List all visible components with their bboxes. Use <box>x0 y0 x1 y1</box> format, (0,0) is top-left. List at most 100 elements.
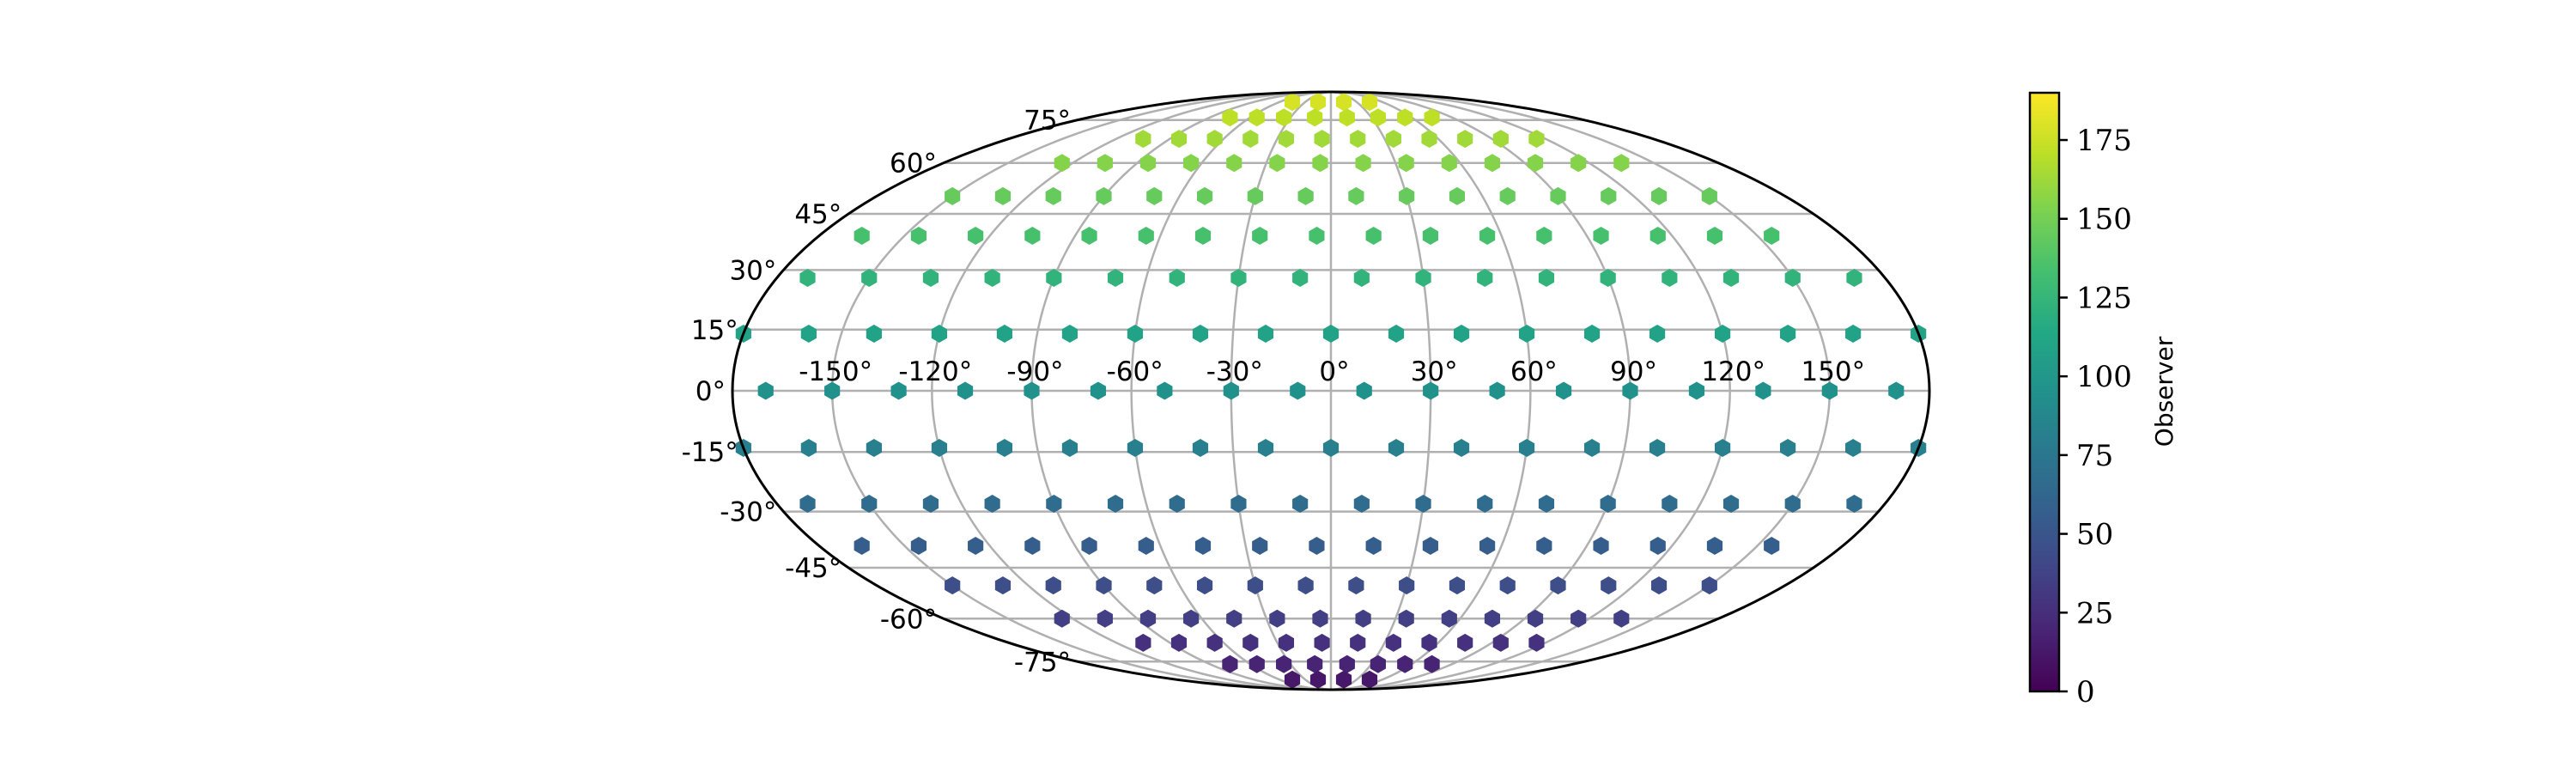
data-point <box>800 324 817 343</box>
data-point <box>757 381 774 400</box>
lon-gridline <box>1130 92 1332 690</box>
data-point <box>1550 186 1566 205</box>
map-frame <box>731 90 1931 691</box>
data-point <box>1845 324 1862 343</box>
data-point <box>984 268 1000 287</box>
data-point <box>1453 439 1470 458</box>
latitude-tick-labels: -75°-60°-45°-30°-15°0°15°30°45°60°75° <box>682 106 1071 679</box>
data-point <box>1764 536 1780 555</box>
data-point <box>1649 536 1666 555</box>
data-point <box>1477 268 1493 287</box>
data-point <box>1441 154 1457 173</box>
data-point <box>1107 268 1124 287</box>
data-point <box>1361 93 1378 112</box>
data-point <box>931 324 947 343</box>
data-point <box>1422 536 1438 555</box>
data-point <box>1242 633 1259 652</box>
data-point <box>1388 324 1405 343</box>
data-point <box>1269 609 1285 628</box>
data-point <box>1222 108 1238 127</box>
lon-tick-label: -150° <box>799 356 872 387</box>
data-point <box>1183 609 1200 628</box>
data-point <box>1322 439 1340 458</box>
data-point <box>1479 536 1496 555</box>
data-point <box>1226 154 1242 173</box>
data-point <box>1715 324 1731 343</box>
data-point <box>861 495 878 514</box>
data-point <box>1257 324 1274 343</box>
lat-tick-label: 0° <box>696 376 726 407</box>
data-point <box>799 268 816 287</box>
data-point <box>824 381 841 400</box>
data-point <box>968 536 984 555</box>
data-point <box>922 268 939 287</box>
data-point <box>1252 227 1268 246</box>
data-point <box>1045 576 1061 595</box>
data-point <box>1489 381 1505 400</box>
data-point <box>1600 268 1616 287</box>
data-point <box>1662 495 1678 514</box>
lat-tick-label: 75° <box>1024 106 1071 137</box>
data-point <box>1601 576 1617 595</box>
data-point <box>1649 439 1666 458</box>
lon-gridline <box>1330 92 1731 690</box>
colorbar-tick-label: 0 <box>2076 675 2095 709</box>
data-point <box>1135 633 1151 652</box>
lon-tick-label: 90° <box>1610 356 1657 387</box>
data-point <box>1701 186 1717 205</box>
data-point <box>994 576 1012 595</box>
data-point <box>1528 633 1545 652</box>
data-point <box>1424 654 1440 673</box>
data-point <box>854 227 870 246</box>
lat-tick-label: -60° <box>880 604 937 635</box>
data-point <box>1399 186 1415 205</box>
data-point <box>1449 576 1466 595</box>
data-point <box>1706 227 1723 246</box>
data-point <box>1499 186 1516 205</box>
lat-tick-label: 30° <box>729 255 776 286</box>
lat-tick-label: -75° <box>1014 647 1071 678</box>
colorbar-tick-label: 175 <box>2076 124 2132 158</box>
data-point <box>1528 130 1545 149</box>
data-point <box>1536 227 1552 246</box>
data-point <box>1385 633 1401 652</box>
data-point <box>1350 633 1366 652</box>
data-point <box>1276 108 1292 127</box>
data-point <box>1223 381 1239 400</box>
data-point <box>1309 536 1325 555</box>
data-point <box>1024 381 1040 400</box>
lon-tick-label: -30° <box>1206 356 1263 387</box>
data-point <box>1701 576 1717 595</box>
data-point <box>1046 495 1062 514</box>
data-point <box>1081 227 1097 246</box>
data-point <box>1138 536 1154 555</box>
data-point <box>1297 186 1314 205</box>
data-point <box>1688 381 1705 400</box>
data-point <box>1527 609 1544 628</box>
data-point <box>1421 130 1437 149</box>
data-point <box>996 439 1013 458</box>
data-point <box>1499 576 1516 595</box>
data-point <box>1722 268 1740 287</box>
data-point <box>1339 108 1355 127</box>
data-point <box>1096 576 1112 595</box>
data-point <box>1422 227 1438 246</box>
data-point <box>1348 576 1364 595</box>
data-point <box>1397 654 1413 673</box>
data-point <box>1194 536 1212 555</box>
data-point <box>1276 654 1292 673</box>
data-point <box>1061 324 1078 343</box>
data-point <box>1339 654 1355 673</box>
data-point <box>1309 93 1327 112</box>
data-point <box>1353 495 1370 514</box>
data-point <box>1593 536 1609 555</box>
data-point <box>1127 439 1144 458</box>
data-point <box>1764 227 1780 246</box>
lon-tick-label: 0° <box>1319 356 1349 387</box>
data-point <box>1146 576 1163 595</box>
data-point <box>1649 324 1666 343</box>
data-point <box>1449 186 1466 205</box>
data-point <box>1192 324 1209 343</box>
data-point <box>1206 130 1223 149</box>
